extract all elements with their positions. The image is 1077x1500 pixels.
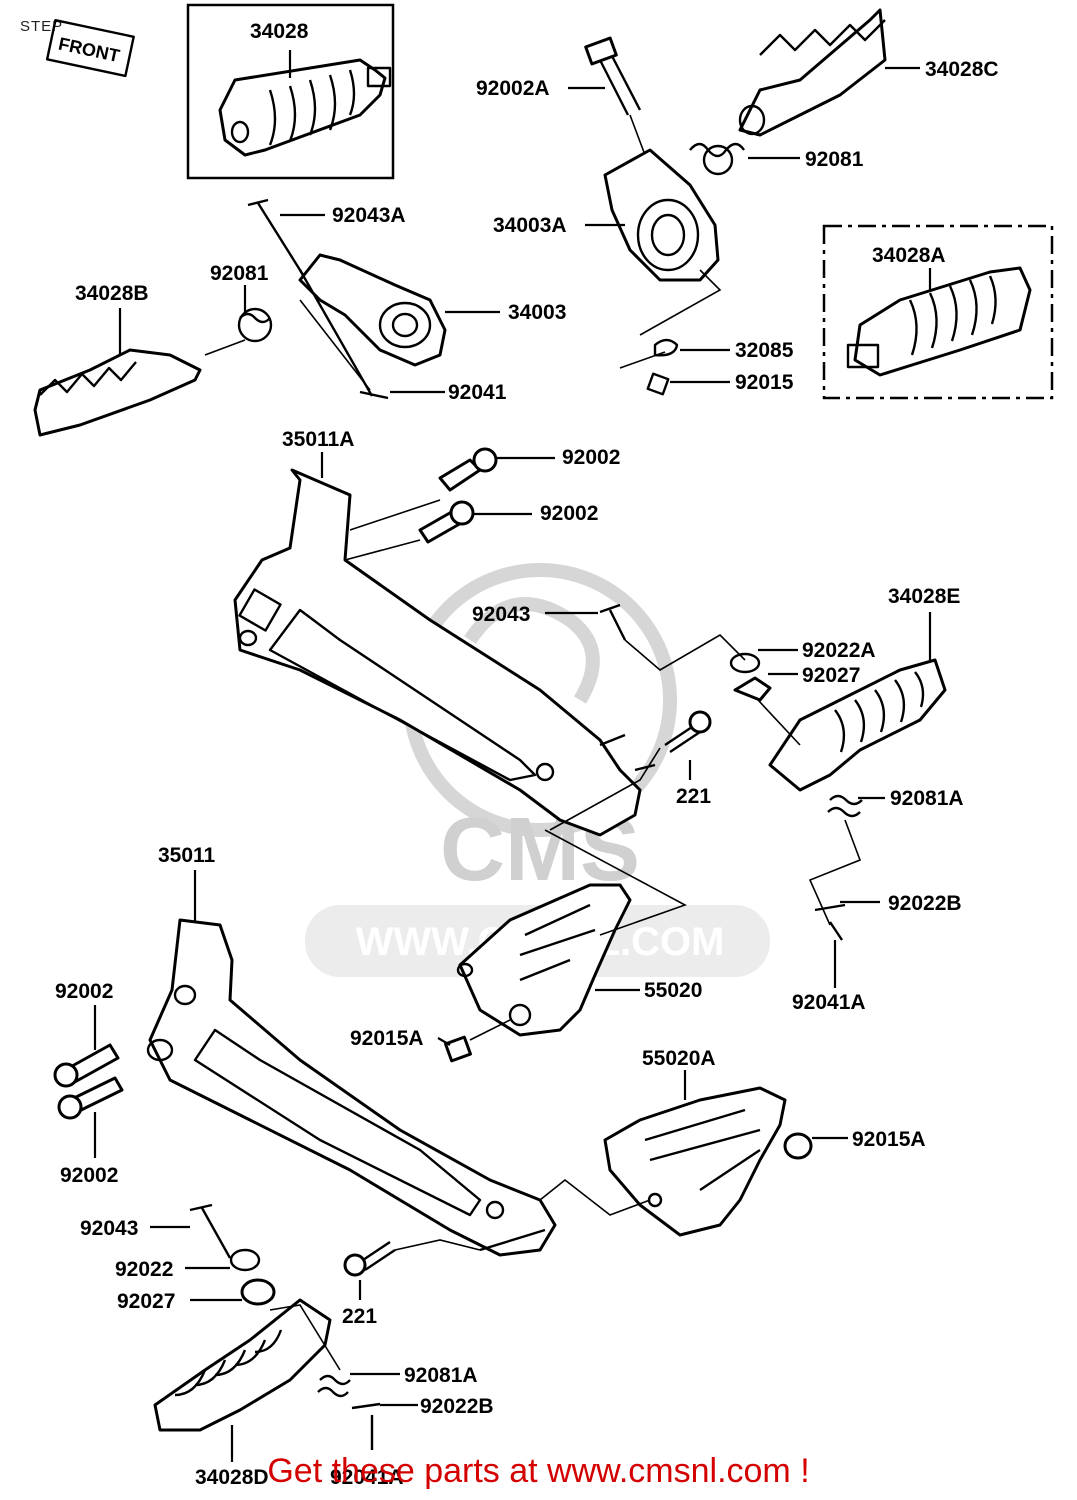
pin-92041A-upper	[829, 921, 843, 941]
label-92015A-right: 92015A	[852, 1128, 926, 1151]
clip-32085	[619, 338, 679, 369]
footer-link[interactable]: Get these parts at www.cmsnl.com !	[267, 1452, 810, 1490]
label-leaders	[93, 50, 932, 1462]
label-34028D: 34028D	[195, 1466, 269, 1489]
screw-221-lower	[343, 1241, 396, 1277]
bolt-92002-lower-b	[57, 1076, 124, 1120]
screw-221-upper	[664, 710, 712, 753]
label-92015: 92015	[735, 371, 794, 394]
washer-92022B-upper	[814, 903, 846, 912]
pin-92043-upper	[599, 603, 627, 641]
label-34028B: 34028B	[75, 282, 149, 305]
bracket-34003A	[603, 148, 720, 282]
label-92002-b: 92002	[540, 502, 598, 525]
label-92027-upper: 92027	[802, 664, 860, 687]
washer-92022A	[729, 652, 761, 674]
holder-35011	[146, 918, 557, 1257]
part-labels: 34028 34028C 92002A 92081 34003A 92043A …	[55, 20, 999, 1489]
inset-box-34028A	[822, 224, 1054, 400]
leader-92015A-left	[469, 1019, 511, 1041]
front-arrow: FRONT	[45, 18, 135, 78]
label-92022: 92022	[115, 1258, 173, 1281]
label-92022B-lower: 92022B	[420, 1395, 494, 1418]
bracket-34003	[298, 253, 447, 367]
label-221-lower: 221	[342, 1305, 377, 1328]
footpeg-34028E	[768, 658, 947, 792]
label-92081A-upper: 92081A	[890, 787, 964, 810]
label-92041: 92041	[448, 381, 507, 404]
label-34028C: 34028C	[925, 58, 999, 81]
label-92041A-lower: 92041A	[330, 1466, 404, 1489]
label-55020A: 55020A	[642, 1047, 716, 1070]
inset-box-34028	[186, 3, 395, 180]
label-32085: 32085	[735, 339, 794, 362]
spring-92081-top	[689, 142, 745, 176]
label-221-upper: 221	[676, 785, 711, 808]
label-35011: 35011	[158, 844, 216, 867]
label-92002-d: 92002	[60, 1164, 118, 1187]
watermark-figure	[464, 597, 600, 704]
nut-92015A-left	[444, 1035, 472, 1063]
label-92081A-lower: 92081A	[404, 1364, 478, 1387]
label-34028A: 34028A	[872, 244, 946, 267]
pin-92043-lower	[189, 1203, 232, 1259]
label-92041A-upper: 92041A	[792, 991, 866, 1014]
bolt-leaders-upper	[344, 499, 441, 561]
footpeg-34028B	[33, 348, 202, 437]
leader-34028E	[757, 699, 801, 746]
label-92043-lower: 92043	[80, 1217, 138, 1240]
nut-92015	[646, 372, 670, 396]
spring-92081A-lower	[317, 1374, 351, 1398]
label-92002A: 92002A	[476, 77, 550, 100]
label-92015A-left: 92015A	[350, 1027, 424, 1050]
pin-92041	[298, 269, 389, 400]
label-92002-a: 92002	[562, 446, 620, 469]
label-92002-c: 92002	[55, 980, 113, 1003]
plate-55020A	[603, 1086, 787, 1237]
nut-92015A-right	[783, 1132, 813, 1160]
bolt-92002-upper-a	[438, 447, 498, 492]
bolt-92002-lower-a	[53, 1043, 120, 1088]
washer-92022-lower	[229, 1248, 261, 1272]
spring-92081-left	[204, 307, 273, 356]
label-92022B-upper: 92022B	[888, 892, 962, 915]
collar-92027-upper	[733, 676, 772, 702]
label-34003A: 34003A	[493, 214, 567, 237]
leader-92081A-upper	[808, 819, 862, 926]
label-92081-left: 92081	[210, 262, 269, 285]
label-92043A: 92043A	[332, 204, 406, 227]
label-34028: 34028	[250, 20, 309, 43]
leader-92043-upper	[624, 633, 746, 671]
label-34003: 34003	[508, 301, 566, 324]
plate-55020	[456, 883, 632, 1037]
leader-55020A	[539, 1178, 651, 1216]
label-34028E: 34028E	[888, 585, 960, 608]
label-92043-upper: 92043	[472, 603, 530, 626]
footpeg-34028D	[153, 1298, 332, 1432]
spring-92081A-upper	[827, 794, 863, 818]
leader-34028D	[269, 1304, 341, 1371]
footpeg-34028C	[738, 8, 887, 137]
page-title: STEP	[20, 18, 64, 35]
label-92022A: 92022A	[802, 639, 876, 662]
label-92081-top: 92081	[805, 148, 864, 171]
pin-92043A	[247, 198, 307, 279]
leader-221-lower	[394, 1239, 481, 1251]
connect-upper-left	[299, 299, 371, 391]
footpeg-34028	[218, 58, 392, 157]
label-55020: 55020	[644, 979, 702, 1002]
label-92027-lower: 92027	[117, 1290, 175, 1313]
footpeg-34028A	[846, 266, 1032, 377]
holder-35011A	[233, 468, 656, 837]
bolt-92002-upper-b	[418, 500, 475, 544]
front-mark-text: FRONT	[57, 34, 122, 66]
front-arrow-box	[45, 18, 135, 78]
leader-55020	[544, 829, 687, 936]
collar-92027-lower	[240, 1278, 276, 1306]
label-35011A: 35011A	[282, 428, 354, 451]
leader-221-upper	[549, 747, 661, 831]
connect-upper-right	[639, 269, 722, 336]
washer-92022B-lower	[351, 1402, 381, 1410]
